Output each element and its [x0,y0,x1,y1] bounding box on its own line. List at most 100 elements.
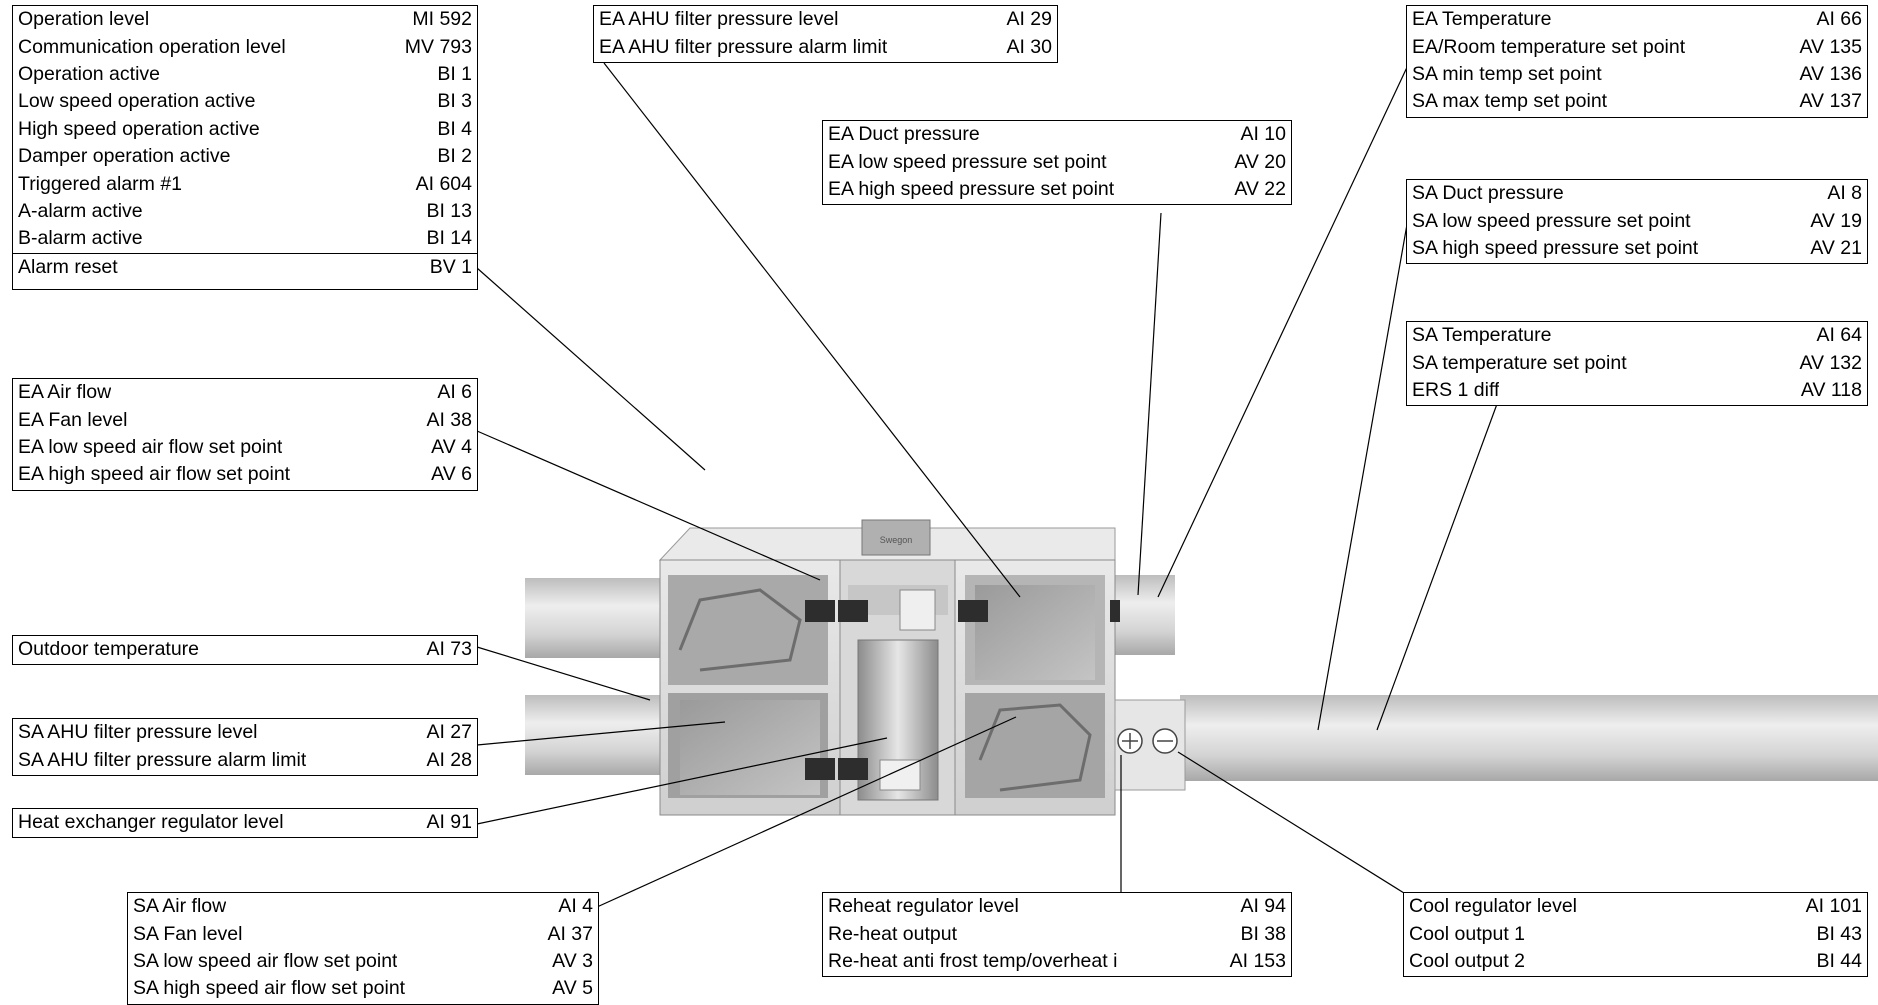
leader-ea-temp [1157,62,1410,598]
list-item: Re-heat output BI 38 [823,920,1291,947]
point-value: BI 4 [437,117,472,140]
ea-filter-panel [975,585,1095,680]
list-item: EA high speed pressure set point AV 22 [823,176,1291,203]
point-value: BI 38 [1240,922,1286,945]
point-label: EA/Room temperature set point [1412,35,1686,58]
sa-filter-panel [680,700,820,795]
leader-operation [476,267,706,471]
point-value: BI 2 [437,145,472,168]
point-value: AI 66 [1816,8,1862,31]
list-item: SA low speed air flow set point AV 3 [128,948,598,975]
point-value: BI 44 [1816,949,1862,972]
point-label: SA high speed pressure set point [1412,236,1699,259]
list-item: SA AHU filter pressure level AI 27 [13,719,477,746]
point-label: SA max temp set point [1412,90,1608,113]
point-label: EA AHU filter pressure level [599,8,839,31]
point-label: B-alarm active [18,227,143,250]
point-value: AI 4 [558,895,593,918]
point-value: AI 10 [1240,123,1286,146]
display-panel [861,519,931,556]
point-value: MI 592 [412,8,472,31]
point-value: AV 22 [1234,177,1286,200]
point-label: Re-heat output [828,922,958,945]
point-label: EA low speed pressure set point [828,150,1107,173]
point-value: MV 793 [404,35,472,58]
point-label: SA AHU filter pressure alarm limit [18,748,307,771]
point-label: A-alarm active [18,199,143,222]
point-value: AI 153 [1229,949,1286,972]
point-value: AV 21 [1810,236,1862,259]
point-label: Cool output 2 [1409,949,1526,972]
leader-sa-duct [1317,212,1410,731]
list-item: SA high speed pressure set point AV 21 [1407,235,1867,262]
point-label: EA Temperature [1412,8,1552,31]
point-value: AI 101 [1805,895,1862,918]
point-label: Re-heat anti frost temp/overheat i [828,949,1118,972]
point-label: Outdoor temperature [18,638,200,661]
point-value: BI 43 [1816,922,1862,945]
point-label: Reheat regulator level [828,895,1019,918]
point-label: Communication operation level [18,35,286,58]
list-item: Reheat regulator level AI 94 [823,893,1291,920]
point-value: AI 28 [426,748,472,771]
leader-ea-air [476,430,821,581]
point-value: AI 8 [1827,182,1862,205]
point-value: BI 13 [426,199,472,222]
cool-panel: Cool regulator level AI 101 Cool output 1… [1403,892,1868,977]
point-value: AI 38 [426,408,472,431]
leader-sa-air [596,716,1017,908]
list-item: Communication operation level MV 793 [13,33,477,60]
point-value: BV 1 [429,255,472,278]
point-label: EA high speed pressure set point [828,177,1115,200]
point-value: AV 132 [1799,351,1862,374]
point-label: SA high speed air flow set point [133,977,406,1000]
point-label: SA AHU filter pressure level [18,721,258,744]
list-item: SA Duct pressure AI 8 [1407,180,1867,207]
point-value: AV 3 [552,949,593,972]
point-label: EA Air flow [18,381,112,404]
point-value: AV 135 [1799,35,1862,58]
leader-heat-ex [476,737,888,825]
list-item: EA AHU filter pressure alarm limit AI 30 [594,33,1057,60]
point-value: AV 118 [1800,378,1862,401]
ea-filter-pressure-panel: EA AHU filter pressure level AI 29 EA AHU… [593,5,1058,63]
list-item: SA AHU filter pressure alarm limit AI 28 [13,746,477,773]
point-value: AV 19 [1810,209,1862,232]
point-value: BI 3 [437,90,472,113]
point-value: AI 604 [415,172,472,195]
point-value: AI 94 [1240,895,1286,918]
point-label: SA temperature set point [1412,351,1627,374]
point-value: BI 14 [426,227,472,250]
leader-ea-duct [1137,212,1162,596]
list-item: Cool regulator level AI 101 [1404,893,1867,920]
point-label: Triggered alarm #1 [18,172,183,195]
oa-left-duct [525,695,667,775]
point-label: Cool output 1 [1409,922,1526,945]
point-label: SA min temp set point [1412,62,1602,85]
point-value: AI 29 [1006,8,1052,31]
point-label: EA AHU filter pressure alarm limit [599,35,888,58]
list-item: Re-heat anti frost temp/overheat i AI 153 [823,948,1291,975]
point-label: Operation level [18,8,150,31]
point-value: AI 27 [426,721,472,744]
reheat-panel: Reheat regulator level AI 94 Re-heat outp… [822,892,1292,977]
ea-temperature-panel: EA Temperature AI 66 EA/Room temperature … [1406,5,1868,118]
point-label: Cool regulator level [1409,895,1578,918]
point-label: SA Duct pressure [1412,182,1564,205]
point-value: AV 6 [431,463,472,486]
point-value: AI 30 [1006,35,1052,58]
point-label: EA low speed air flow set point [18,435,283,458]
point-label: SA low speed air flow set point [133,949,398,972]
